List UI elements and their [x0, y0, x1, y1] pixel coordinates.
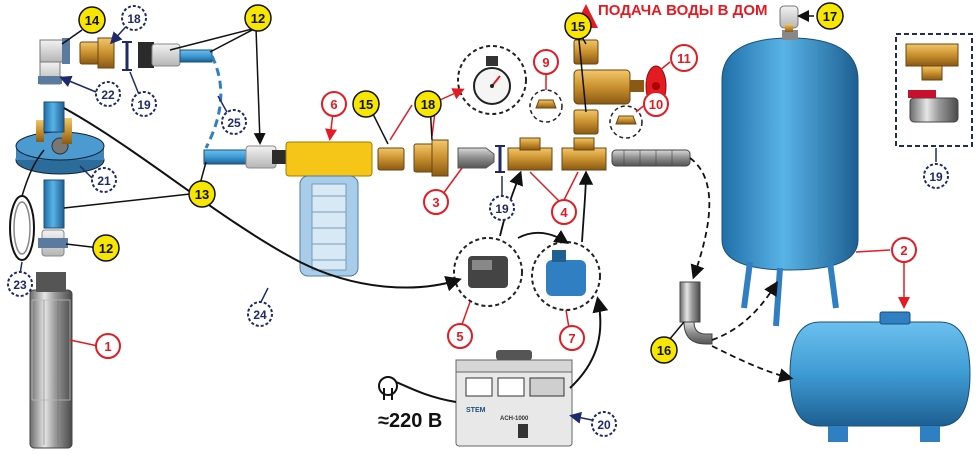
elbow-fitting [38, 38, 70, 85]
page-title: ПОДАЧА ВОДЫ В ДОМ [598, 2, 768, 19]
power-plug-icon [378, 376, 457, 403]
callout-badge: 2 [891, 237, 917, 263]
callout-badge: 19 [923, 163, 949, 189]
callout-badge: 11 [670, 44, 698, 72]
callout-label: 7 [568, 331, 575, 346]
callout-label: 22 [101, 88, 115, 102]
callout-badge: 4 [551, 199, 577, 225]
callout-badge: 9 [533, 49, 559, 75]
tee-fitting-2 [561, 137, 607, 171]
callout-label: 5 [456, 329, 463, 344]
callout-label: 19 [137, 98, 151, 112]
callout-label: 15 [359, 97, 373, 112]
callout-badge: 21 [91, 167, 117, 193]
pipe-segment-upper [43, 101, 65, 133]
callout-label: 18 [421, 97, 435, 112]
stabilizer-brand: STEM [466, 407, 486, 414]
callout-badge: 12 [244, 4, 272, 32]
callout-label: 24 [253, 308, 267, 322]
callout-badge: 22 [95, 81, 121, 107]
callout-badge: 1 [95, 333, 121, 359]
callout-label: 9 [542, 55, 549, 70]
callout-label: 10 [649, 97, 663, 112]
callout-badge: 15 [352, 90, 380, 118]
check-valve [457, 147, 495, 169]
seal-tape-mark-top [122, 41, 132, 71]
voltage-stabilizer: STEM ACH-1000 [455, 350, 573, 447]
callout-label: 19 [495, 202, 509, 216]
callout-badge: 7 [559, 325, 585, 351]
callout-label: 16 [657, 343, 671, 358]
air-vent-valve [779, 5, 799, 32]
callout-badge: 19 [489, 195, 515, 221]
callout-badge: 17 [816, 2, 844, 30]
compression-fitting-top [138, 42, 213, 68]
vertical-tank [721, 30, 859, 327]
callout-badge: 16 [650, 336, 678, 364]
plug-10-zoom [609, 105, 643, 139]
horizontal-tank [789, 311, 971, 442]
flex-hose [611, 149, 691, 167]
callout-label: 11 [677, 51, 691, 66]
tank-elbow-fitting [679, 281, 713, 345]
callout-badge: 19 [131, 91, 157, 117]
callout-label: 20 [597, 418, 611, 432]
borehole-pump [29, 272, 73, 449]
callout-label: 17 [823, 9, 837, 24]
pump-pipe-adapter [38, 229, 68, 257]
callout-badge: 6 [321, 91, 347, 117]
callout-badge: 15 [564, 12, 592, 40]
brass-nipple-15 [377, 147, 405, 171]
ball-valve [573, 69, 644, 105]
callout-label: 3 [432, 195, 439, 210]
callout-label: 25 [227, 116, 241, 130]
voltage-label: ≈220 В [378, 410, 443, 432]
callout-label: 6 [330, 97, 337, 112]
callout-label: 21 [97, 174, 111, 188]
callout-label: 4 [560, 205, 568, 220]
dry-run-relay-zoom [531, 241, 601, 311]
callout-label: 15 [571, 19, 585, 34]
callout-badge: 24 [247, 301, 273, 327]
callout-badge: 10 [643, 91, 669, 117]
callout-badge: 12 [92, 234, 120, 262]
pressure-gauge-zoom [457, 45, 527, 115]
pipe-segment-lower [43, 179, 65, 229]
callout-label: 12 [99, 241, 113, 256]
brass-adapter-top [79, 37, 115, 69]
cable-coil [9, 149, 45, 261]
callout-badge: 20 [591, 411, 617, 437]
callout-badge: 18 [414, 90, 442, 118]
stabilizer-plate: ACH-1000 [500, 416, 529, 422]
inset-tee-valve [895, 33, 973, 147]
tee-fitting-1 [507, 137, 553, 171]
pipe-to-filter [203, 145, 286, 169]
seal-tape-mark-mid [495, 145, 505, 173]
callout-layer: 14 18 12 22 19 25 21 13 12 12 23 1 24 6 … [7, 2, 949, 437]
callout-badge: 25 [221, 109, 247, 135]
callout-label: 2 [900, 243, 907, 258]
plug-9-zoom [529, 89, 563, 123]
callout-badge: 18 [121, 5, 147, 31]
callout-label: 19 [929, 170, 943, 184]
callout-badge: 3 [423, 189, 449, 215]
callout-badge: 13 [188, 180, 216, 208]
water-filter [285, 141, 373, 277]
callout-label: 13 [195, 187, 209, 202]
flex-pipe-dashed [204, 55, 223, 149]
callout-badge: 14 [78, 6, 106, 34]
callout-label: 18 [127, 12, 141, 26]
callout-label: 12 [251, 11, 265, 26]
callout-label: 1 [104, 339, 111, 354]
brass-adapter-18 [413, 139, 449, 177]
pressure-switch-zoom [453, 237, 523, 307]
callout-label: 14 [85, 13, 100, 28]
callout-label: 23 [13, 278, 27, 292]
callout-badge: 5 [447, 323, 473, 349]
callout-badge: 23 [7, 271, 33, 297]
